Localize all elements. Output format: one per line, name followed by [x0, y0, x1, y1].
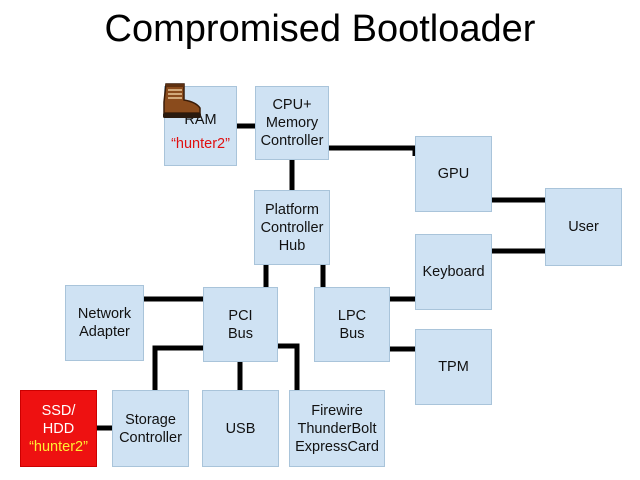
tpm-node: TPM	[415, 329, 492, 405]
pch-line-3: Hub	[278, 237, 306, 254]
gpu-node: GPU	[415, 136, 492, 212]
storage-line-2: Controller	[119, 429, 182, 446]
ssd-hdd-node: SSD/ HDD “hunter2”	[20, 390, 97, 467]
cpu-line-3: Controller	[260, 133, 324, 149]
user-node: User	[545, 188, 622, 266]
keyboard-node: Keyboard	[415, 234, 492, 310]
firewire-line-3: ExpressCard	[295, 438, 379, 455]
pch-node: Platform Controller Hub	[254, 190, 330, 265]
gpu-label: GPU	[437, 166, 470, 182]
cpu-node: CPU+ Memory Controller	[255, 86, 329, 160]
pch-line-2: Controller	[260, 219, 324, 236]
firewire-line-1: Firewire	[311, 402, 363, 419]
storage-line-1: Storage	[125, 411, 176, 428]
wire-pci-storage	[152, 345, 203, 390]
ssd-password: “hunter2”	[29, 438, 88, 455]
ssd-line-2: HDD	[42, 420, 75, 437]
ram-password: “hunter2”	[171, 136, 230, 152]
user-label: User	[568, 219, 599, 235]
wire-cpu-gpu	[328, 145, 418, 156]
tpm-label: TPM	[438, 359, 469, 375]
ssd-line-1: SSD/	[41, 402, 76, 419]
usb-label: USB	[225, 420, 256, 437]
keyboard-label: Keyboard	[422, 264, 485, 280]
network-line-2: Adapter	[79, 324, 130, 340]
lpc-bus-node: LPC Bus	[314, 287, 390, 362]
pci-bus-node: PCI Bus	[203, 287, 278, 362]
lpc-line-1: LPC	[337, 307, 367, 324]
boot-icon	[163, 83, 201, 118]
slide-title: Compromised Bootloader	[104, 8, 536, 50]
pci-line-2: Bus	[228, 325, 253, 342]
pch-line-1: Platform	[265, 201, 319, 218]
wire-pci-firewire	[278, 343, 300, 390]
storage-controller-node: Storage Controller	[112, 390, 189, 467]
cpu-line-2: Memory	[265, 115, 319, 131]
network-adapter-node: Network Adapter	[65, 285, 144, 361]
lpc-line-2: Bus	[339, 325, 365, 342]
cpu-line-1: CPU+	[272, 97, 312, 113]
pci-line-1: PCI	[228, 307, 253, 324]
firewire-node: Firewire ThunderBolt ExpressCard	[289, 390, 385, 467]
usb-node: USB	[202, 390, 279, 467]
firewire-line-2: ThunderBolt	[297, 420, 377, 437]
network-line-1: Network	[77, 306, 132, 322]
